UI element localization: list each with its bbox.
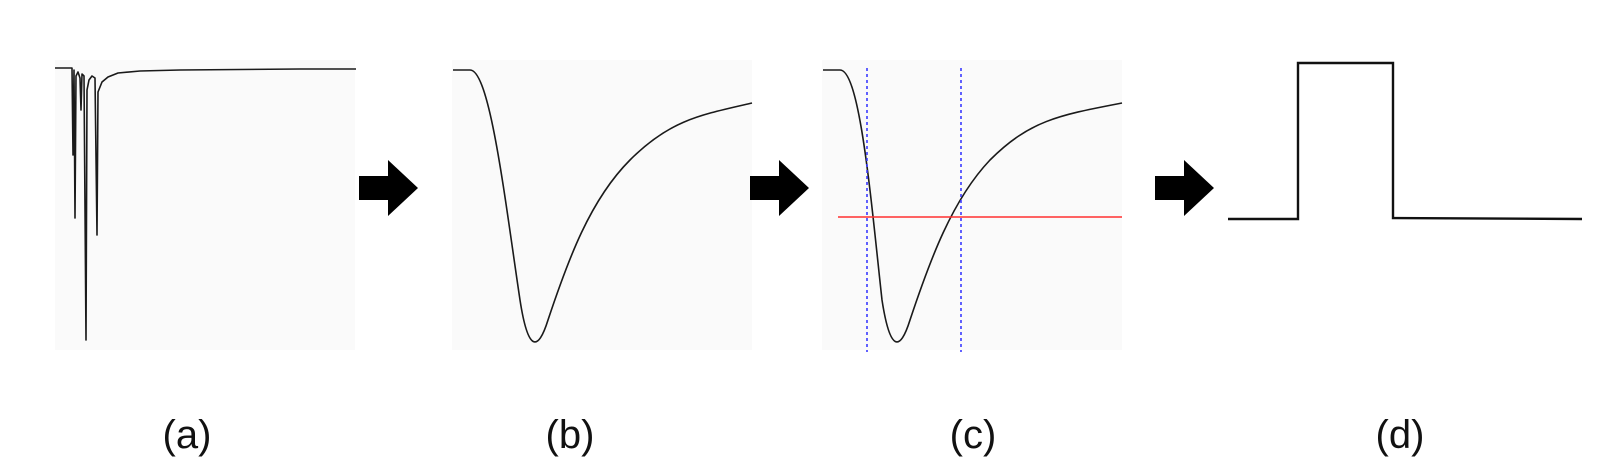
panel-c-background <box>822 60 1122 350</box>
panel-c-smoothed-trace <box>823 69 1123 343</box>
panel-a-background <box>55 60 355 350</box>
panel-d-label: (d) <box>1376 413 1425 457</box>
panel-b-smoothed-trace <box>453 69 753 343</box>
panel-d-pulse-trace <box>1228 61 1583 221</box>
panel-b <box>452 60 753 350</box>
panel-b-label: (b) <box>546 413 595 457</box>
arrow-right-icon <box>359 160 418 216</box>
panel-a-label: (a) <box>163 413 212 457</box>
panel-c <box>822 60 1123 352</box>
panel-a <box>55 60 356 350</box>
panel-b-background <box>452 60 752 350</box>
panel-c-label: (c) <box>950 413 997 457</box>
arrow-right-icon <box>1155 160 1214 216</box>
panel-a-raw-trace <box>55 67 356 341</box>
panel-d <box>1228 61 1583 221</box>
arrow-right-icon <box>750 160 809 216</box>
